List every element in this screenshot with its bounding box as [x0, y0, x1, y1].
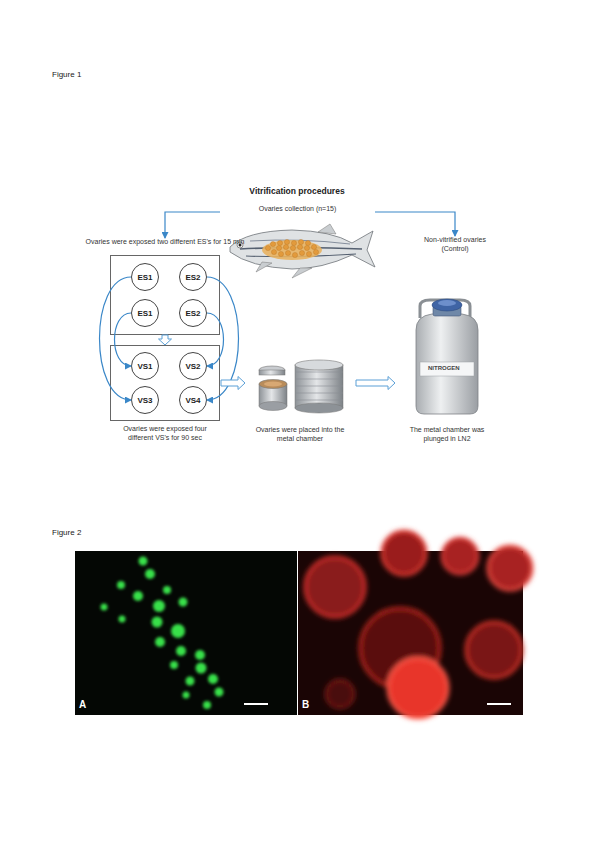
block-arrow — [356, 377, 395, 390]
panel-letter: B — [302, 699, 309, 710]
chamber-node: Ovaries were placed into the metal chamb… — [245, 355, 355, 445]
curved-arrow — [207, 313, 224, 366]
curved-arrow — [207, 277, 239, 400]
node-text: Non-vitrified ovaries (Control) — [410, 236, 500, 253]
process-box: Ovaries were exposed four different VS's… — [110, 345, 220, 445]
solution-label: ES2 — [185, 309, 200, 318]
solution-label: ES1 — [137, 273, 152, 282]
node-text: Ovaries were exposed four different VS's… — [110, 425, 220, 442]
node-text: Ovaries collection (n=15) — [220, 205, 375, 214]
solution-label: VS3 — [137, 396, 152, 405]
panel-letter: A — [79, 699, 86, 710]
zebrafish-illustration — [230, 224, 375, 278]
control-node: Non-vitrified ovaries (Control) — [410, 236, 500, 258]
flow-arrow — [165, 212, 220, 238]
node-text: Ovaries were placed into the metal chamb… — [250, 426, 350, 443]
solution-circle: ES1 — [131, 263, 159, 291]
solution-label: VS1 — [137, 362, 152, 371]
diagram-title: Vitrification procedures — [197, 186, 397, 196]
curved-arrow — [100, 277, 132, 400]
solution-circle: VS2 — [179, 352, 207, 380]
tank-label: NITROGEN — [428, 365, 460, 371]
solution-circle: ES2 — [179, 263, 207, 291]
block-arrow — [221, 377, 245, 390]
solution-label: ES1 — [137, 309, 152, 318]
solution-label: ES2 — [185, 273, 200, 282]
solution-label: VS4 — [185, 396, 200, 405]
figure-label: Figure 2 — [52, 528, 81, 537]
nitrogen-tank-illustration — [416, 299, 478, 414]
solution-circle: ES1 — [131, 299, 159, 327]
flow-arrow — [375, 212, 455, 236]
process-box: Ovaries were exposed two different ES's … — [110, 238, 220, 335]
solution-label: VS2 — [185, 362, 200, 371]
solution-circle: VS3 — [131, 386, 159, 414]
node-text: Ovaries were exposed two different ES's … — [25, 238, 305, 247]
metal-chamber-illustration — [259, 360, 343, 413]
solution-circle: VS4 — [179, 386, 207, 414]
block-arrow — [159, 335, 172, 345]
figure-label: Figure 1 — [52, 70, 81, 79]
solution-circle: VS1 — [131, 352, 159, 380]
node-text: The metal chamber was plunged in LN2 — [397, 426, 497, 443]
solution-circle: ES2 — [179, 299, 207, 327]
curved-arrow — [115, 313, 132, 366]
fluorescence-panel-a — [75, 551, 297, 715]
fluorescence-panel-b — [298, 531, 532, 718]
